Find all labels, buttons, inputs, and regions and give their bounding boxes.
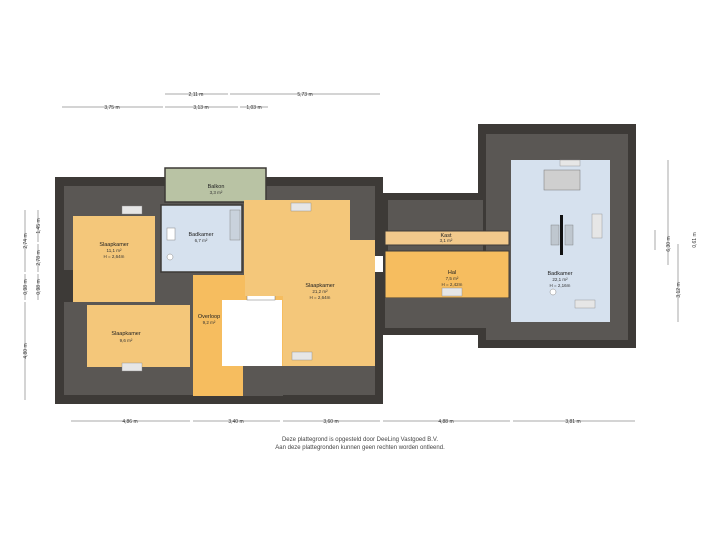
dim-left-outer-b: 0,98 m — [23, 279, 29, 294]
dim-bottom-d: 4,88 m — [438, 419, 453, 425]
slaapkamer3-name: Slaapkamer — [305, 283, 335, 289]
sink-icon-3 — [564, 224, 574, 246]
kast-area: 3,1 m² — [440, 238, 453, 243]
window-icon-4 — [121, 362, 143, 372]
kast-name: Kast — [440, 233, 451, 239]
disclaimer-line2: Aan deze plattegronden kunnen geen recht… — [275, 444, 445, 451]
bathtub-icon-2 — [543, 169, 581, 191]
dim-top1-a: 2,11 m — [189, 92, 204, 98]
slaapkamer1-height: H = 2,64m — [104, 254, 125, 259]
disclaimer-line1: Deze plattegrond is opgesteld door DeeLi… — [281, 437, 439, 443]
dim-top1-b: 5,73 m — [297, 92, 312, 98]
slaapkamer3-room — [244, 186, 375, 395]
badkamer1-name: Badkamer — [188, 232, 213, 238]
toilet-icon-2 — [549, 288, 557, 296]
dimension-lines — [24, 93, 679, 422]
dim-bottom-c: 3,60 m — [323, 419, 338, 425]
slaapkamer2-room — [87, 305, 190, 367]
disclaimer: Deze plattegrond is opgesteld door DeeLi… — [0, 437, 720, 452]
sink-icon — [166, 227, 176, 241]
window-icon-6 — [559, 159, 581, 167]
slaapkamer3-height: H = 2,64m — [310, 295, 331, 300]
room-labels: Balkon 3,3 m² Badkamer 6,7 m² Slaapkamer… — [99, 184, 572, 343]
slaapkamer1-room — [73, 216, 155, 302]
dim-left-inner-c: 0,98 m — [36, 279, 42, 294]
sink-icon-2 — [550, 224, 560, 246]
slaapkamer3-area: 21,2 m² — [312, 289, 328, 294]
dim-top2-c: 1,03 m — [246, 105, 261, 111]
dim-left-inner-b: 2,78 m — [36, 250, 42, 265]
window-icon-2 — [291, 351, 313, 361]
dim-top2-b: 3,13 m — [193, 105, 208, 111]
dim-right-outer-a: 6,30 m — [666, 236, 672, 251]
shower-icon — [591, 213, 603, 239]
dim-right-outer-b: 3,12 m — [676, 282, 682, 297]
badkamer2-name: Badkamer — [547, 271, 572, 277]
hal-area: 7,5 m² — [446, 276, 459, 281]
window-icon-5 — [441, 287, 463, 297]
hal-door-opening — [375, 256, 383, 272]
hal-height: H = 2,42m — [442, 282, 463, 287]
slaapkamer3-bottom-slope — [283, 366, 375, 395]
slaapkamer1-name: Slaapkamer — [99, 242, 129, 248]
dimension-labels: 2,11 m 5,73 m 3,75 m 3,13 m 1,03 m 4,86 … — [23, 92, 698, 425]
toilet-icon — [166, 253, 174, 261]
slaapkamer3-slope — [276, 186, 375, 240]
slaapkamer2-area: 9,6 m² — [120, 338, 133, 343]
dim-top2-a: 3,75 m — [104, 105, 119, 111]
balkon-area: 3,3 m² — [210, 190, 223, 195]
balkon-name: Balkon — [208, 184, 225, 190]
stair-opening — [222, 300, 282, 366]
badkamer2-area: 22,1 m² — [552, 277, 568, 282]
bathtub-icon — [229, 209, 241, 241]
badkamer2-height: H = 2,16m — [550, 283, 571, 288]
window-icon — [290, 202, 312, 212]
overloop-area: 9,2 m² — [203, 320, 216, 325]
dim-left-outer-c: 4,80 m — [23, 343, 29, 358]
window-icon-7 — [574, 299, 596, 309]
balkon-room — [164, 167, 267, 203]
slaapkamer1-wall — [64, 270, 73, 302]
dim-bottom-b: 3,40 m — [228, 419, 243, 425]
overloop-name: Overloop — [198, 314, 220, 320]
dim-bottom-a: 4,86 m — [122, 419, 137, 425]
slaapkamer1-area: 11,1 m² — [107, 248, 122, 253]
window-icon-3 — [121, 205, 143, 215]
dim-left-inner-a: 1,45 m — [36, 218, 42, 233]
partition-wall — [560, 215, 563, 255]
kast-room — [384, 230, 510, 246]
hal-name: Hal — [448, 270, 456, 276]
dim-right-inner-a: 0,61 m — [692, 232, 698, 247]
slaapkamer2-name: Slaapkamer — [111, 331, 141, 337]
overloop-bottom-slope — [243, 366, 283, 396]
hal-slope — [385, 298, 509, 328]
dim-bottom-e: 3,81 m — [565, 419, 580, 425]
dim-left-outer-a: 2,74 m — [23, 233, 29, 248]
badkamer1-area: 6,7 m² — [195, 238, 208, 243]
